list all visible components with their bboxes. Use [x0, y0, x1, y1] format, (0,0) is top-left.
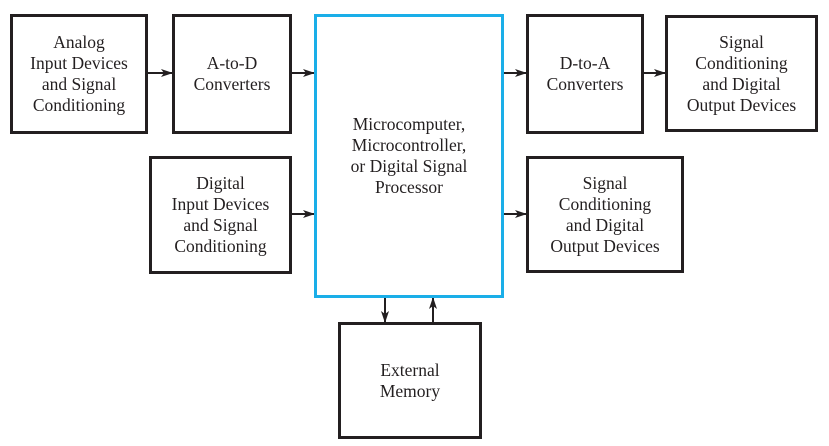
external-memory-label: External Memory [379, 359, 441, 401]
analog-input-block: Analog Input Devices and Signal Conditio… [10, 14, 148, 134]
analog-input-label: Analog Input Devices and Signal Conditio… [30, 32, 128, 115]
digital-output-label: Signal Conditioning and Digital Output D… [550, 172, 660, 256]
digital-input-label: Digital Input Devices and Signal Conditi… [171, 173, 270, 256]
analog-output-block: Signal Conditioning and Digital Output D… [665, 15, 818, 132]
processor-label: Microcomputer, Microcontroller, or Digit… [350, 114, 468, 197]
processor-block: Microcomputer, Microcontroller, or Digit… [314, 14, 504, 298]
external-memory-block: External Memory [338, 322, 482, 439]
d-to-a-converter-block: D-to-A Converters [526, 14, 644, 134]
a-to-d-label: A-to-D Converters [193, 53, 271, 94]
a-to-d-converter-block: A-to-D Converters [172, 14, 292, 134]
analog-output-label: Signal Conditioning and Digital Output D… [686, 31, 797, 115]
digital-input-block: Digital Input Devices and Signal Conditi… [149, 156, 292, 274]
d-to-a-label: D-to-A Converters [546, 53, 624, 94]
digital-output-block: Signal Conditioning and Digital Output D… [526, 156, 684, 273]
